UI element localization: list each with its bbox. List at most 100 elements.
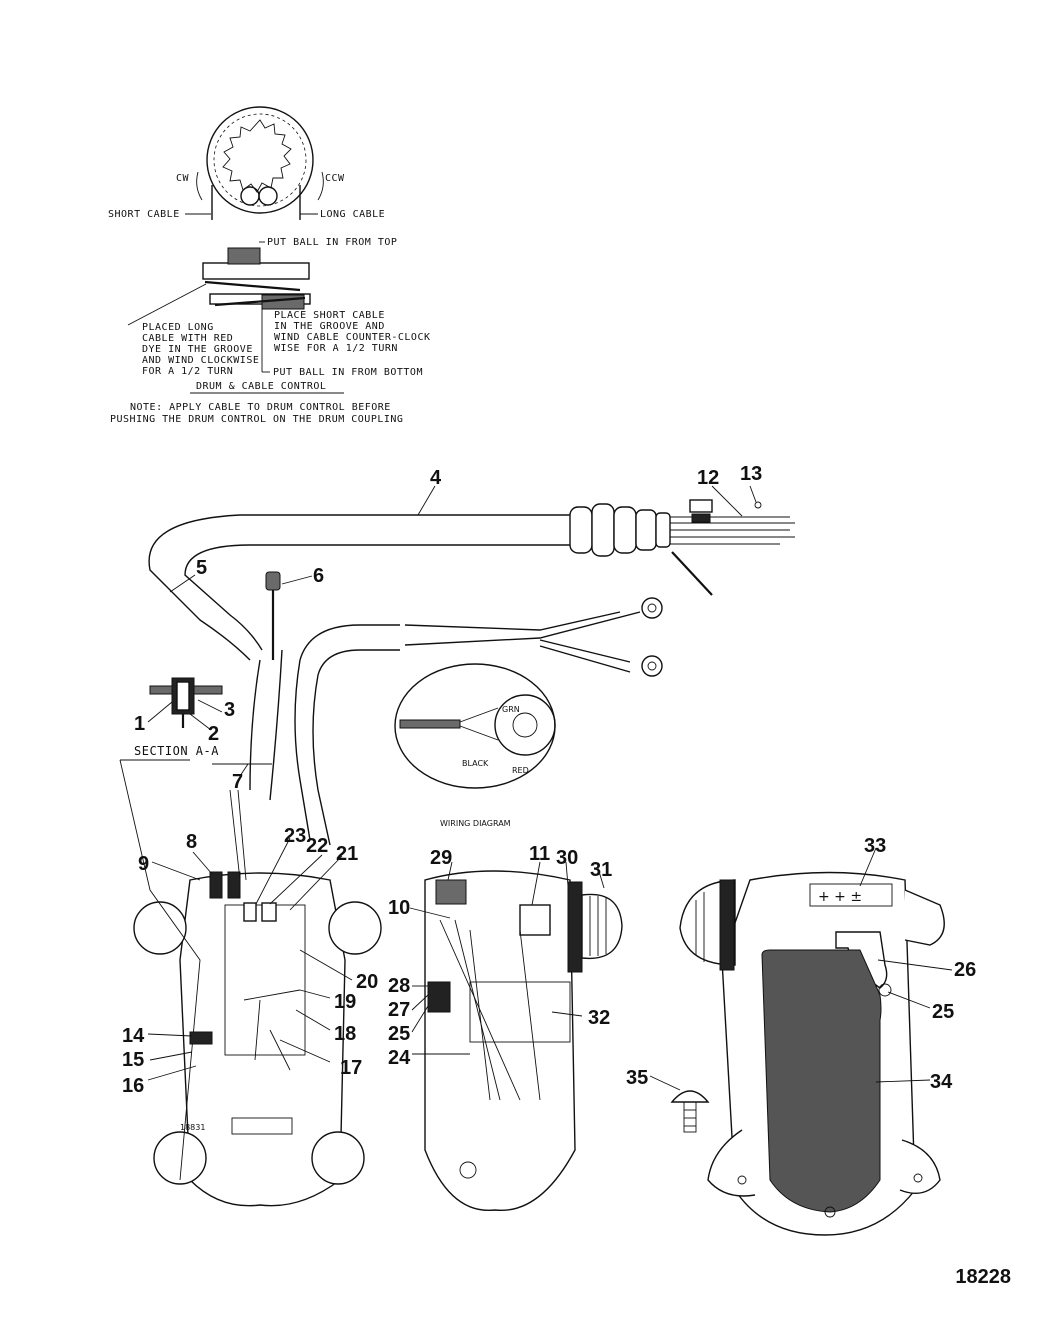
place-long-line-3: DYE IN THE GROOVE: [142, 344, 253, 355]
callout-2: 2: [208, 723, 219, 745]
place-short-line-2: IN THE GROOVE AND: [274, 321, 385, 332]
cable-strain-relief: [569, 503, 671, 557]
wiring-cable: [399, 719, 461, 729]
right-pedal-top: + + ±: [679, 871, 945, 1236]
center-pedal-housing: [424, 870, 576, 1212]
callout-4: 4: [430, 467, 442, 489]
callout-6: 6: [313, 565, 324, 587]
direction-indicator-panel: [809, 883, 893, 907]
drum-lower-hub: [261, 294, 305, 310]
callout-23: 23: [284, 825, 306, 847]
callout-27: 27: [388, 999, 410, 1021]
drum-upper-plate: [202, 262, 310, 280]
callout-28: 28: [388, 975, 410, 997]
place-long-line-5: FOR A 1/2 TURN: [142, 366, 233, 377]
connector-22: [261, 902, 277, 922]
left-pedal-foot-tr: [328, 901, 382, 955]
wiring-connector-ring: [494, 694, 556, 756]
spring-8b: [227, 871, 241, 899]
power-lead-down-a: [294, 659, 311, 841]
callout-13: 13: [740, 463, 762, 485]
ring-terminal-negative: [641, 655, 663, 677]
long-cable-groove: [204, 280, 301, 292]
long-cable-label: LONG CABLE: [320, 209, 385, 220]
cable-down-left: [249, 659, 261, 791]
place-long-line-2: CABLE WITH RED: [142, 333, 233, 344]
figure-number: 18228: [955, 1266, 1011, 1288]
main-cable-assembly: [148, 499, 795, 846]
speed-knob: [567, 881, 623, 973]
callout-25-right: 25: [932, 1001, 954, 1023]
wire-red-label: RED: [512, 766, 529, 775]
callout-35: 35: [626, 1067, 648, 1089]
pedal-foot-pad: [761, 949, 882, 1213]
section-label: SECTION A-A: [134, 744, 219, 758]
wiring-diagram-title: WIRING DIAGRAM: [440, 819, 511, 828]
callout-22: 22: [306, 835, 328, 857]
left-pedal-foot-tl: [133, 901, 187, 955]
drum-note-line-1: NOTE: APPLY CABLE TO DRUM CONTROL BEFORE: [130, 402, 391, 413]
center-pedal-pot-mount: [519, 904, 551, 936]
short-cable-label: SHORT CABLE: [108, 209, 180, 220]
center-pedal: [424, 870, 623, 1212]
spring-8: [209, 871, 223, 899]
callout-1: 1: [134, 713, 145, 735]
callout-16: 16: [122, 1075, 144, 1097]
place-short-line-4: WISE FOR A 1/2 TURN: [274, 343, 398, 354]
right-pedal-body: [721, 871, 916, 1236]
drum-ball-left: [240, 186, 260, 206]
drum-inner-ring: [213, 113, 307, 207]
switch-14: [189, 1031, 213, 1045]
drum-detail: CW CCW SHORT CABLE LONG CABLE PUT BALL I…: [108, 106, 431, 425]
right-pedal-knob: [679, 879, 736, 971]
callout-15: 15: [122, 1049, 144, 1071]
place-long-line-1: PLACED LONG: [142, 322, 214, 333]
callout-32: 32: [588, 1007, 610, 1029]
cw-arrow: [196, 171, 203, 201]
cable-down-right: [269, 649, 283, 801]
callout-18: 18: [334, 1023, 356, 1045]
callout-9: 9: [138, 853, 149, 875]
callout-29: 29: [430, 847, 452, 869]
screw-35: [670, 1090, 710, 1133]
drum-ball-right: [258, 186, 278, 206]
left-pedal-open: 18831: [119, 759, 382, 1207]
place-short-line-3: WIND CABLE COUNTER-CLOCK: [274, 332, 431, 343]
callout-8: 8: [186, 831, 197, 853]
ccw-arrow: [317, 171, 324, 201]
place-long-leader: [127, 283, 207, 326]
drum-upper-hub: [227, 247, 261, 265]
callout-14: 14: [122, 1025, 145, 1047]
place-long-line-4: AND WIND CLOCKWISE: [142, 355, 259, 366]
short-cable-groove: [214, 296, 306, 307]
ccw-label: CCW: [325, 173, 345, 184]
power-lead-down-b: [312, 674, 331, 846]
callout-25-center: 25: [388, 1023, 410, 1045]
left-pedal-section-line: [119, 759, 201, 1181]
callout-3: 3: [224, 699, 235, 721]
power-lead-bottom: [317, 649, 400, 676]
screw-25: [878, 983, 892, 997]
callout-26: 26: [954, 959, 976, 981]
callout-24: 24: [388, 1047, 411, 1069]
center-pedal-switch-plate: [469, 981, 571, 1043]
pedal-sticker-left: 18831: [180, 1123, 205, 1132]
right-pedal-ear-bl: [707, 1129, 756, 1197]
callout-19: 19: [334, 991, 356, 1013]
callout-20: 20: [356, 971, 378, 993]
callout-33: 33: [864, 835, 886, 857]
cable-leads: [670, 499, 795, 596]
callout-21: 21: [336, 843, 358, 865]
wire-grn-label: GRN: [502, 705, 520, 714]
callout-numbers: 4 5 6 1 3 2 7 8 9 23 22 21 20 19 18 17 1…: [122, 463, 976, 1097]
callout-leaders: [147, 485, 953, 1091]
lead-negative-bottom: [539, 645, 631, 673]
center-pedal-latch: [435, 879, 467, 905]
lead-negative-top: [539, 639, 631, 663]
callout-7: 7: [232, 771, 243, 793]
drum-outer-ring: [206, 106, 314, 214]
power-lead-top: [299, 624, 400, 661]
drum-cable-title: DRUM & CABLE CONTROL: [196, 381, 326, 392]
